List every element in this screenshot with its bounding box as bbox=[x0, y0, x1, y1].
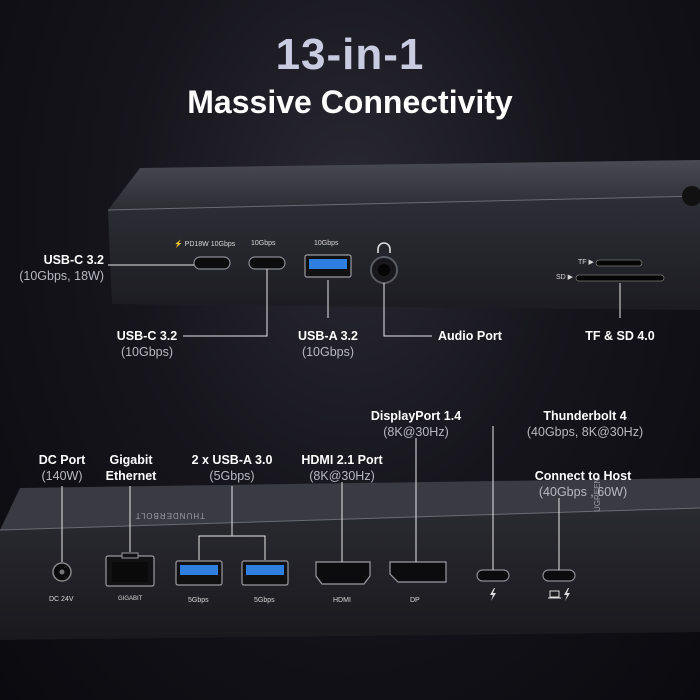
label-usbc-name: USB-C 3.2 bbox=[116, 329, 178, 343]
label-usba-bottom-name: 2 x USB-A 3.0 bbox=[191, 453, 273, 467]
label-eth: Gigabit Ethernet bbox=[100, 452, 162, 484]
dp-port-text: DP bbox=[410, 597, 420, 604]
label-hdmi-name: HDMI 2.1 Port bbox=[301, 453, 383, 467]
usbc-pd-port-icon bbox=[193, 256, 231, 270]
label-usba-top-spec: (10Gbps) bbox=[301, 345, 355, 359]
label-hdmi-spec: (8K@30Hz) bbox=[309, 469, 375, 483]
hdmi-port-icon bbox=[315, 561, 371, 585]
displayport-port-icon bbox=[389, 561, 447, 583]
label-usbc-pd-name: USB-C 3.2 bbox=[43, 253, 104, 267]
bottom-leader-lines bbox=[61, 426, 560, 570]
label-host-spec: (40Gbps , 60W) bbox=[538, 485, 628, 499]
headline: 13-in-1 bbox=[275, 30, 425, 79]
sd-slot-text: SD ▶ bbox=[556, 274, 574, 281]
thunderbolt-icon bbox=[490, 588, 496, 601]
label-audio-name: Audio Port bbox=[438, 329, 502, 343]
top-dock-front-face bbox=[108, 196, 700, 310]
dc-port-text: DC 24V bbox=[49, 596, 74, 603]
label-dp: DisplayPort 1.4 (8K@30Hz) bbox=[364, 408, 468, 440]
usba-port-2-text: 5Gbps bbox=[254, 597, 275, 604]
label-card: TF & SD 4.0 bbox=[580, 328, 660, 344]
usbc-port-icon bbox=[248, 256, 286, 270]
label-eth-name: Gigabit bbox=[109, 453, 153, 467]
headphone-icon bbox=[377, 242, 391, 253]
label-usbc-spec: (10Gbps) bbox=[120, 345, 174, 359]
sd-slot-icon bbox=[575, 274, 665, 282]
svg-text:UGREEN: UGREEN bbox=[593, 478, 602, 512]
label-dp-name: DisplayPort 1.4 bbox=[370, 409, 462, 423]
host-port-icon bbox=[542, 569, 576, 582]
label-hdmi: HDMI 2.1 Port (8K@30Hz) bbox=[294, 452, 390, 484]
svg-text:THUNDERBOLT: THUNDERBOLT bbox=[135, 511, 205, 520]
label-audio: Audio Port bbox=[438, 328, 502, 344]
bottom-dock: THUNDERBOLT UGREEN bbox=[0, 478, 700, 640]
label-dp-spec: (8K@30Hz) bbox=[383, 425, 449, 439]
top-dock-top-face bbox=[108, 160, 700, 210]
tf-slot-icon bbox=[595, 259, 643, 267]
bottom-dock-top-face bbox=[0, 478, 700, 530]
label-host: Connect to Host (40Gbps , 60W) bbox=[528, 468, 638, 500]
usba-port-1-text: 5Gbps bbox=[188, 597, 209, 604]
label-usbc-pd: USB-C 3.2 (10Gbps, 18W) bbox=[8, 252, 104, 284]
top-dock bbox=[107, 160, 700, 310]
label-dc-spec: (140W) bbox=[41, 469, 83, 483]
ethernet-port-text: GIGABIT bbox=[118, 596, 143, 602]
hdmi-port-text: HDMI bbox=[333, 597, 351, 604]
label-usba-bottom-spec: (5Gbps) bbox=[209, 469, 255, 483]
label-tb4-name: Thunderbolt 4 bbox=[543, 409, 627, 423]
subheadline: Massive Connectivity bbox=[187, 84, 513, 120]
label-usba-top-name: USB-A 3.2 bbox=[298, 329, 358, 343]
label-dc: DC Port (140W) bbox=[32, 452, 92, 484]
label-eth-name2: Ethernet bbox=[105, 469, 157, 483]
label-dc-name: DC Port bbox=[38, 453, 86, 467]
thunderbolt-port-icon bbox=[476, 569, 510, 582]
usbc-pd-port-text: ⚡ PD18W 10Gbps bbox=[174, 241, 236, 248]
label-tb4: Thunderbolt 4 (40Gbps, 8K@30Hz) bbox=[520, 408, 650, 440]
label-usba-bottom: 2 x USB-A 3.0 (5Gbps) bbox=[180, 452, 284, 484]
label-usbc: USB-C 3.2 (10Gbps) bbox=[114, 328, 180, 360]
usbc-port-text: 10Gbps bbox=[251, 240, 276, 247]
power-button-icon bbox=[682, 186, 700, 206]
label-card-name: TF & SD 4.0 bbox=[585, 329, 655, 343]
usba-port-text: 10Gbps bbox=[314, 240, 339, 247]
tf-slot-text: TF ▶ bbox=[578, 259, 594, 266]
top-leader-lines bbox=[108, 264, 621, 337]
label-host-name: Connect to Host bbox=[534, 469, 632, 483]
label-usbc-pd-spec: (10Gbps, 18W) bbox=[19, 269, 104, 283]
label-usba-top: USB-A 3.2 (10Gbps) bbox=[293, 328, 363, 360]
laptop-icon bbox=[549, 590, 560, 598]
thunderbolt-icon-2 bbox=[564, 588, 570, 601]
label-tb4-spec: (40Gbps, 8K@30Hz) bbox=[526, 425, 644, 439]
